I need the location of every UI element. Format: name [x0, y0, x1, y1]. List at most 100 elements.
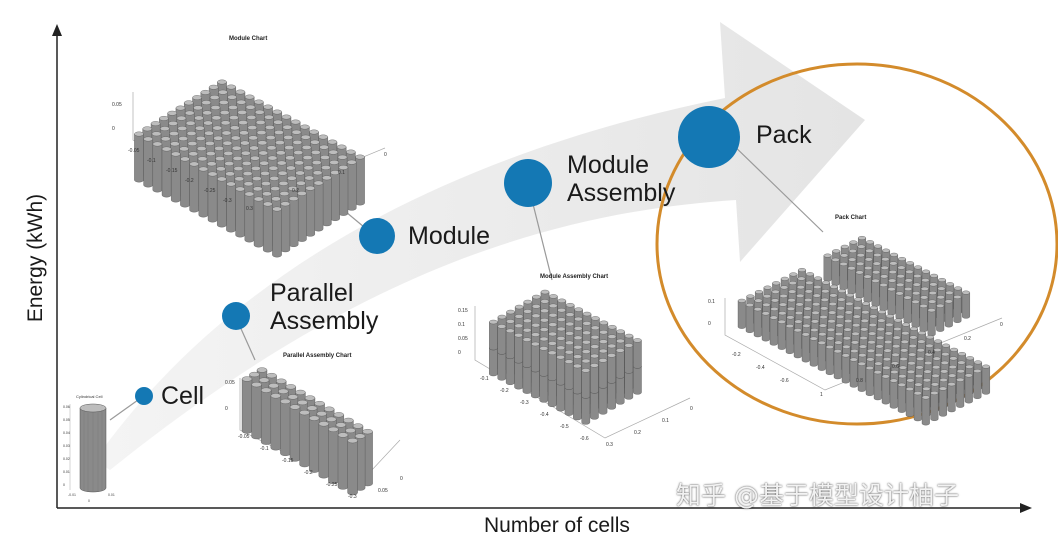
parallel-cylinder-top	[337, 432, 349, 438]
pack-cylinder-top	[909, 335, 918, 340]
module-cylinder-top	[297, 191, 307, 196]
module-cylinder-top	[276, 160, 287, 166]
pack-cylinder-top	[836, 306, 845, 311]
module-assembly-cylinder-top	[564, 359, 574, 364]
module-cylinder	[272, 208, 282, 258]
module-y-tick-label: 0.2	[292, 188, 299, 194]
pack-cylinder	[919, 305, 928, 332]
pack-cylinder-top	[867, 348, 875, 353]
module-cylinder-top	[220, 120, 231, 126]
parallel-x-tick-label: -0.25	[326, 482, 338, 488]
module-assembly-label: Module Assembly	[567, 151, 676, 207]
pack-cylinder-top	[778, 311, 787, 316]
pack-cylinder-top	[926, 335, 934, 340]
pack-cylinder-top	[849, 240, 858, 245]
pack-cylinder-top	[883, 357, 891, 362]
module-assembly-cylinder	[505, 330, 515, 359]
pack-cylinder-top	[931, 382, 939, 387]
pack-cylinder-top	[948, 373, 957, 378]
pack-cylinder-top	[870, 305, 878, 310]
pack-cylinder	[849, 359, 858, 388]
pack-cylinder-top	[877, 318, 886, 323]
pack-cylinder-top	[826, 336, 835, 341]
module-cylinder-top	[203, 120, 213, 126]
pack-cylinder-top	[830, 284, 838, 289]
pack-cylinder-top	[902, 322, 910, 327]
module-cylinder-top	[320, 155, 330, 160]
pack-cylinder-top	[875, 353, 883, 357]
pack-cylinder-top	[958, 352, 966, 356]
pack-cylinder-top	[817, 340, 826, 345]
module-cylinder	[330, 172, 340, 221]
pack-y-tick-label: 1	[820, 392, 823, 398]
pack-cylinder-top	[899, 365, 907, 370]
pack-cylinder-top	[878, 310, 886, 314]
module-assembly-cylinder-top	[539, 336, 549, 342]
pack-cylinder	[982, 366, 990, 395]
module-cylinder-top	[238, 120, 248, 125]
module-cylinder-top	[272, 206, 282, 212]
module-assembly-cylinder-top	[523, 309, 532, 314]
pack-cylinder-top	[814, 276, 822, 281]
module-assembly-z-tick-label: 0.05	[458, 336, 468, 342]
pack-cylinder-top	[843, 336, 851, 341]
pack-cylinder-top	[787, 298, 796, 303]
pack-y-tick-label: 0.6	[892, 364, 899, 370]
module-assembly-cylinder	[514, 335, 523, 364]
parallel-x-tick-label: -0.2	[304, 470, 313, 476]
pack-cylinder-top	[950, 347, 958, 352]
pack-cylinder-top	[821, 289, 830, 294]
module-assembly-x-tick-label: -0.2	[500, 388, 509, 394]
pack-cylinder-top	[857, 244, 866, 249]
pack-y-tick-label: 0	[1000, 322, 1003, 328]
cell-tick-label: 0.01	[63, 470, 70, 474]
pack-cylinder-top	[898, 374, 907, 379]
module-cylinder-top	[206, 161, 217, 167]
pack-cylinder-top	[868, 331, 877, 336]
module-cylinder-top	[235, 186, 245, 192]
module-cylinder-top	[227, 94, 237, 100]
module-cylinder-top	[253, 196, 264, 202]
pack-cylinder	[936, 305, 945, 332]
module-assembly-cylinder-top	[556, 355, 565, 360]
module-cylinder-top	[197, 156, 208, 162]
module-assembly-cylinder-top	[540, 308, 549, 313]
module-cylinder-top	[211, 115, 222, 121]
pack-cylinder-top	[755, 290, 763, 294]
pack-cylinder-top	[922, 386, 931, 391]
pack-cylinder-top	[937, 286, 946, 291]
module-cylinder-top	[170, 141, 180, 147]
parallel-z-tick-label: 0.05	[225, 380, 235, 386]
module-cylinder-top	[185, 120, 196, 126]
pack-cylinder	[881, 376, 890, 405]
parallel-cylinder-top	[333, 412, 344, 418]
pack-cylinder-top	[827, 319, 836, 324]
module-assembly-cylinder-top	[549, 294, 558, 299]
module-assembly-cylinder-top	[582, 340, 591, 345]
module-assembly-cylinder-top	[624, 333, 634, 339]
pack-cylinder-top	[852, 314, 861, 319]
pack-cylinder-top	[947, 382, 956, 387]
parallel-cylinder	[328, 429, 339, 484]
module-assembly-cylinder-top	[590, 363, 599, 368]
pack-cylinder-top	[810, 328, 819, 332]
module-assembly-cylinder-top	[607, 353, 616, 358]
parallel-cylinder-top	[278, 388, 289, 394]
module-assembly-cylinder-top	[514, 323, 524, 328]
pack-cylinder-top	[914, 265, 922, 270]
module-assembly-x-tick-label: -0.3	[520, 400, 529, 406]
pack-cylinder-top	[875, 344, 884, 349]
module-cylinder-top	[313, 180, 324, 186]
module-cylinder-top	[195, 125, 205, 131]
pack-cylinder-top	[876, 335, 885, 340]
module-assembly-x-tick-label: -0.1	[480, 376, 489, 382]
pack-cylinder-top	[930, 391, 939, 395]
pack-cylinder-top	[962, 290, 970, 295]
module-assembly-z-tick-label: 0.1	[458, 322, 465, 328]
module-assembly-cylinder-top	[616, 329, 625, 334]
module-assembly-cylinder	[581, 396, 591, 425]
pack-cylinder-top	[931, 373, 940, 378]
parallel-cylinder	[251, 384, 262, 440]
pack-cylinder-top	[872, 261, 881, 266]
module-cylinder-top	[256, 130, 267, 135]
